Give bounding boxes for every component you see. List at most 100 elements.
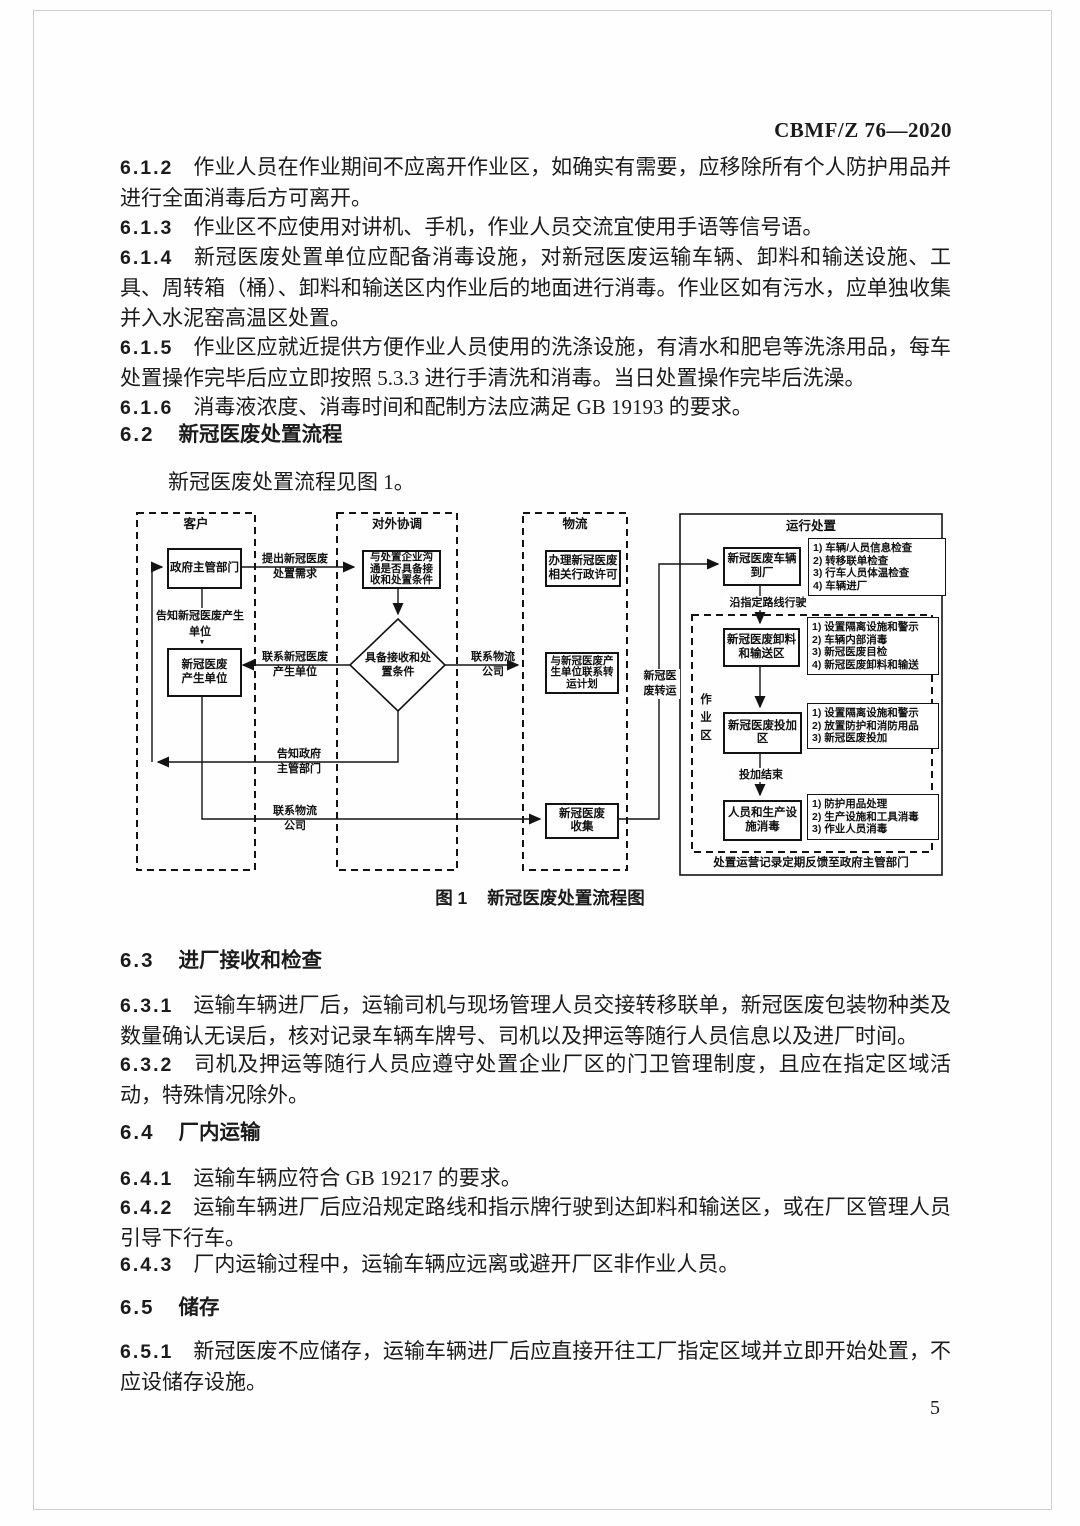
clause-text: 运输车辆进厂后应沿规定路线和指示牌行驶到达卸料和输送区，或在厂区管理人员引导下行…	[120, 1195, 951, 1250]
heading-number: 6.3	[120, 949, 155, 972]
note-unload-steps: 1) 设置隔离设施和警示 2) 车辆内部消毒 3) 新冠医废目检 4) 新冠医废…	[807, 617, 939, 676]
edge-label-designated-route: 沿指定路线行驶	[723, 596, 813, 610]
figure-caption-number: 图 1	[435, 888, 468, 908]
lane-title-operation: 运行处置	[785, 519, 836, 533]
clause-number: 6.4.3	[120, 1254, 174, 1276]
lane-title-logistics: 物流	[562, 517, 588, 531]
clause-number: 6.1.2	[120, 157, 174, 179]
clause-number: 6.1.5	[120, 337, 174, 359]
clause-number: 6.1.4	[120, 247, 174, 269]
heading-6-4: 6.4 厂内运输	[120, 1120, 951, 1146]
note-item: 2) 生产设施和工具消毒	[812, 810, 919, 823]
note-item: 2) 转移联单检查	[813, 554, 889, 567]
figure-caption: 图 1 新冠医废处置流程图	[0, 886, 1080, 910]
note-disinfection-steps: 1) 防护用品处理 2) 生产设施和工具消毒 3) 作业人员消毒	[807, 794, 939, 840]
note-item: 1) 车辆/人员信息检查	[813, 542, 913, 554]
heading-6-3: 6.3 进厂接收和检查	[120, 948, 951, 974]
heading-text: 进厂接收和检查	[178, 949, 323, 972]
figure-caption-text: 新冠医废处置流程图	[487, 888, 645, 908]
intro-6-2: 新冠医废处置流程见图 1。	[168, 470, 415, 494]
edge-label-contact-logistics-right: 联系物流 公司	[471, 651, 515, 678]
node-disinfection: 人员和生产设 施消毒	[723, 800, 802, 841]
clause-text: 作业区应就近提供方便作业人员使用的洗涤设施，有清水和肥皂等洗涤用品，每车处置操作…	[120, 335, 951, 390]
clause-text: 运输车辆应符合 GB 19217 的要求。	[193, 1166, 522, 1190]
note-item: 1) 设置隔离设施和警示	[812, 707, 919, 719]
note-item: 2) 放置防护和消防用品	[812, 719, 919, 732]
edge-label-contact-logistics-bottom: 联系物流 公司	[273, 805, 317, 832]
arrow-feedback-to-gov	[150, 561, 164, 762]
flowchart-lines	[136, 512, 943, 876]
clause-number: 6.3.2	[120, 1054, 174, 1076]
edge-label-contact-producer: 联系新冠医废 产生单位	[262, 651, 328, 678]
feedback-record-label: 处置运营记录定期反馈至政府主管部门	[713, 857, 909, 869]
clause-number: 6.3.1	[120, 995, 174, 1017]
flowchart-figure-1: 客户 对外协调 物流 运行处置 政府主管部门 新冠医废 产生单位 与处置企业沟 …	[135, 505, 947, 883]
note-item: 3) 新冠医废投加	[812, 732, 888, 745]
lane-customer-border	[136, 512, 256, 871]
arrow-producer-to-collect	[201, 693, 542, 825]
work-area-vertical-label: 作 业 区	[700, 694, 712, 742]
clause-number: 6.4.2	[120, 1197, 174, 1219]
lane-title-customer: 客户	[183, 517, 209, 531]
note-item: 1) 防护用品处理	[812, 798, 888, 810]
note-item: 3) 新冠医废目检	[812, 646, 888, 659]
lane-coordination-border	[336, 512, 458, 871]
node-feeding-area: 新冠医废投加 区	[723, 712, 802, 754]
node-government-dept: 政府主管部门	[167, 548, 242, 589]
node-communicate-conditions: 与处置企业沟 通是否具备接 收和处置条件	[362, 550, 441, 589]
node-transfer-plan: 与新冠医废产 生单位联系转 运计划	[545, 652, 619, 694]
work-area-border	[691, 614, 933, 853]
note-item: 2) 车辆内部消毒	[812, 633, 888, 646]
clause-text: 作业区不应使用对讲机、手机，作业人员交流宜使用手语等信号语。	[193, 215, 824, 239]
clause-text: 消毒液浓度、消毒时间和配制方法应满足 GB 19193 的要求。	[193, 395, 753, 419]
arrow-decision-to-feedback-line	[156, 711, 399, 768]
paragraph-6-4-1: 6.4.1 运输车辆应符合 GB 19217 的要求。	[120, 1163, 951, 1194]
heading-text: 新冠医废处置流程	[178, 423, 343, 446]
clause-number: 6.5.1	[120, 1341, 174, 1363]
heading-number: 6.2	[120, 423, 155, 446]
standard-code-header: CBMF/Z 76—2020	[774, 118, 952, 142]
edge-label-feeding-end: 投加结束	[735, 768, 787, 782]
node-waste-producer: 新冠医废 产生单位	[167, 648, 242, 697]
heading-text: 厂内运输	[178, 1121, 261, 1144]
note-feeding-steps: 1) 设置隔离设施和警示 2) 放置防护和消防用品 3) 新冠医废投加	[807, 703, 939, 749]
note-item: 4) 新冠医废卸料和输送	[812, 658, 919, 671]
clause-text: 运输车辆进厂后，运输司机与现场管理人员交接转移联单，新冠医废包装物种类及数量确认…	[120, 993, 951, 1048]
clause-number: 6.4.1	[120, 1168, 174, 1190]
lane-logistics-border	[522, 512, 628, 871]
note-item: 3) 行车人员体温检查	[813, 567, 910, 580]
clause-text: 新冠医废不应储存，运输车辆进厂后应直接开往工厂指定区域并立即开始处置，不应设储存…	[120, 1339, 951, 1394]
note-item: 1) 设置隔离设施和警示	[812, 621, 919, 633]
paragraph-6-4-3: 6.4.3 厂内运输过程中，运输车辆应远离或避开厂区非作业人员。	[120, 1249, 951, 1280]
clause-text: 司机及押运等随行人员应遵守处置企业厂区的门卫管理制度，且应在指定区域活动，特殊情…	[120, 1052, 951, 1107]
note-item: 4) 车辆进厂	[813, 579, 868, 592]
note-arrival-checks: 1) 车辆/人员信息检查 2) 转移联单检查 3) 行车人员体温检查 4) 车辆…	[808, 538, 946, 597]
heading-6-2: 6.2 新冠医废处置流程	[120, 422, 951, 448]
lane-title-coordination: 对外协调	[371, 517, 422, 531]
clause-text: 厂内运输过程中，运输车辆应远离或避开厂区非作业人员。	[193, 1252, 740, 1276]
lane-operation-border	[679, 513, 943, 876]
page-number: 5	[930, 1397, 940, 1419]
heading-number: 6.4	[120, 1121, 155, 1144]
edge-label-propose-need: 提出新冠医废 处置需求	[262, 553, 328, 580]
node-vehicle-arrival: 新冠医废车辆 到厂	[723, 547, 801, 586]
note-item: 3) 作业人员消毒	[812, 823, 888, 836]
edge-label-waste-transfer: 新冠医 废转运	[640, 669, 680, 699]
heading-number: 6.5	[120, 1296, 155, 1319]
node-admin-permit: 办理新冠医废 相关行政许可	[545, 550, 621, 587]
node-unload-area: 新冠医废卸料 和输送区	[723, 628, 800, 667]
node-waste-collection: 新冠医废 收集	[545, 803, 619, 839]
edge-label-inform-producer: 告知新冠医废产生 单位	[155, 608, 245, 640]
clause-text: 作业人员在作业期间不应离开作业区，如确实有需要，应移除所有个人防护用品并进行全面…	[120, 155, 951, 210]
